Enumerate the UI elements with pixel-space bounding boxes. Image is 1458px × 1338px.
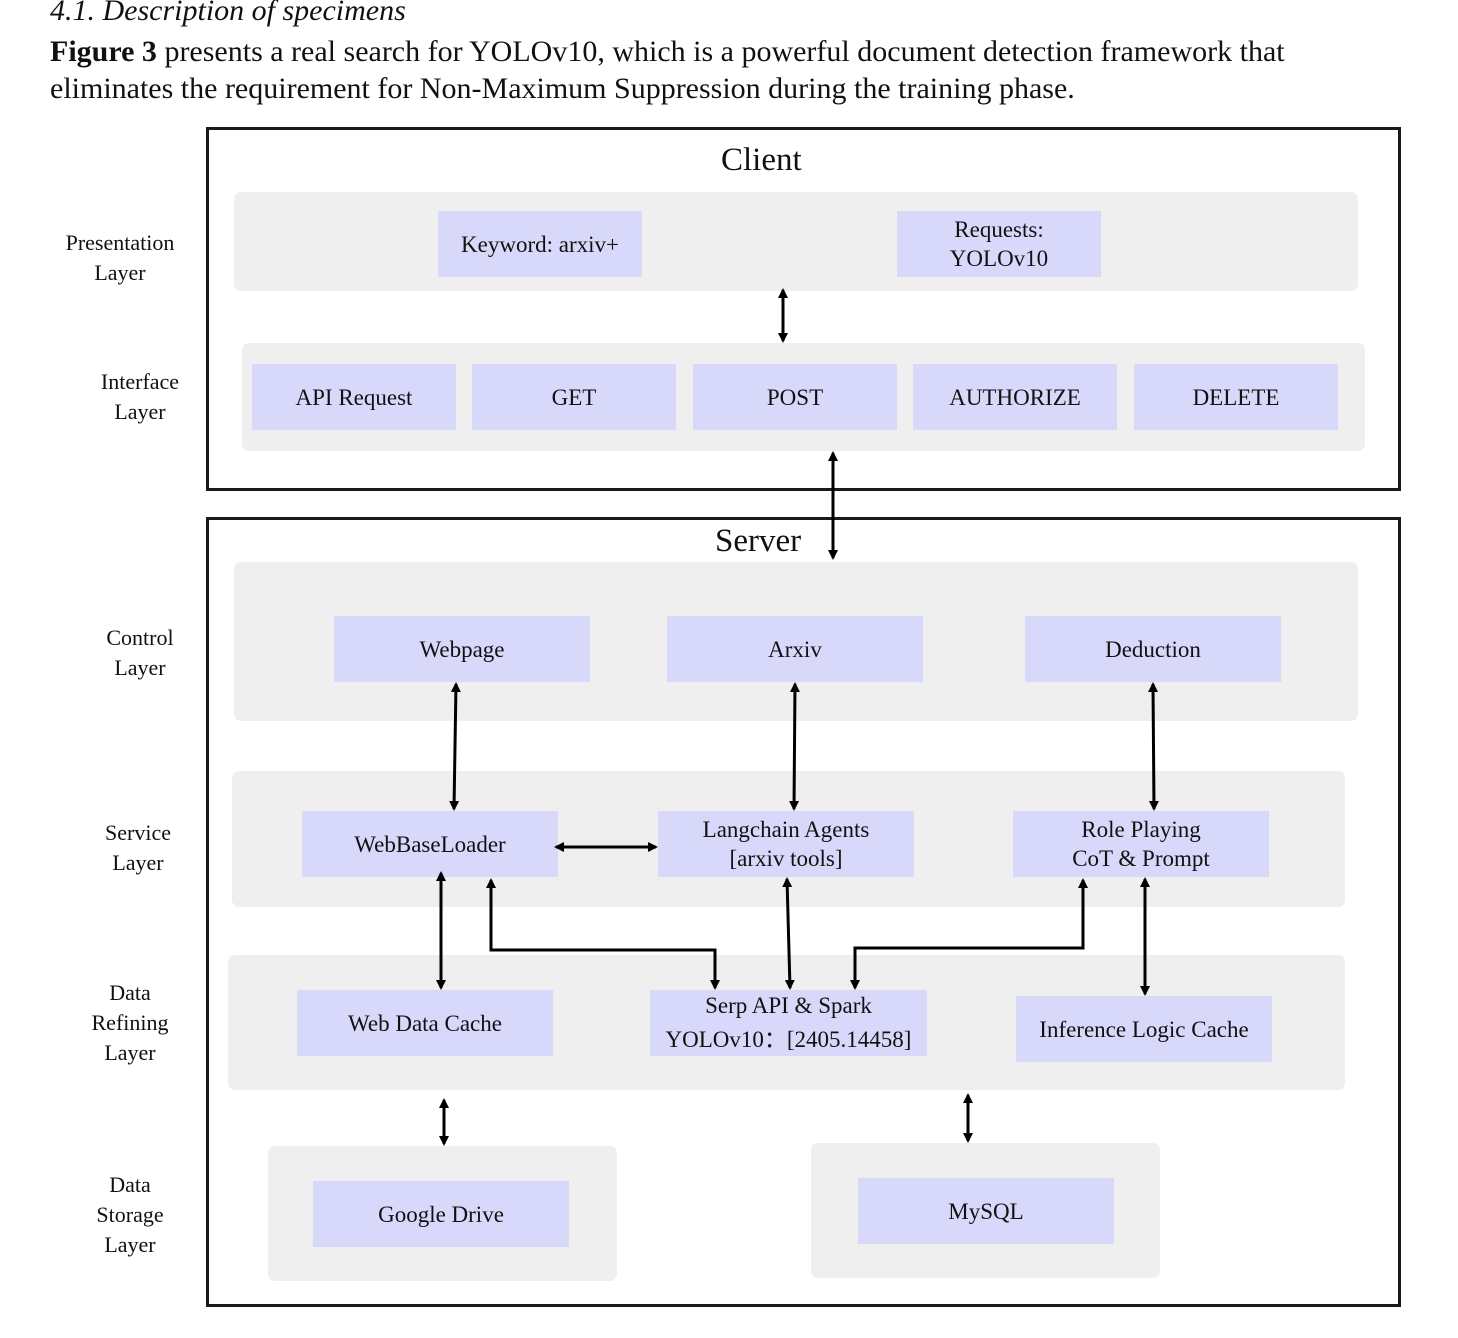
role-playing-label-2: CoT & Prompt: [1072, 846, 1210, 871]
section-heading: 4.1. Description of specimens: [50, 0, 406, 27]
langchain-agents-box: Langchain Agents [arxiv tools]: [658, 811, 914, 877]
requests-box: Requests: YOLOv10: [897, 211, 1101, 277]
webpage-box: Webpage: [334, 616, 590, 682]
arrow-agents-serp: [782, 877, 795, 990]
authorize-box: AUTHORIZE: [913, 364, 1117, 430]
paragraph-text-1: presents a real search for YOLOv10, whic…: [156, 35, 1285, 68]
client-title: Client: [721, 142, 802, 178]
client-frame: [206, 127, 1401, 491]
refining-label-1: Data: [109, 980, 151, 1005]
figure-ref: Figure 3: [50, 35, 157, 68]
keyword-label: Keyword: arxiv+: [461, 231, 619, 257]
mysql-box: MySQL: [858, 1178, 1114, 1244]
requests-label-1: Requests:: [954, 217, 1044, 242]
refining-label-2: Refining: [91, 1010, 169, 1035]
paragraph-line-2: eliminates the requirement for Non-Maxim…: [50, 72, 1075, 105]
server-title: Server: [715, 523, 802, 559]
google-drive-box: Google Drive: [313, 1181, 569, 1247]
requests-label-2: YOLOv10: [949, 246, 1049, 271]
arrow-webpage-loader: [449, 682, 461, 811]
service-label-2: Layer: [112, 850, 164, 875]
control-label-1: Control: [106, 625, 174, 650]
langchain-label-2: [arxiv tools]: [729, 846, 843, 871]
storage-label-2: Storage: [96, 1202, 164, 1227]
deduction-box: Deduction: [1025, 616, 1281, 682]
keyword-box: Keyword: arxiv+: [438, 211, 642, 277]
langchain-label-1: Langchain Agents: [702, 817, 870, 842]
presentation-label-1: Presentation: [65, 230, 175, 255]
webbaseloader-box: WebBaseLoader: [302, 811, 558, 877]
paragraph-line-1: Figure 3 presents a real search for YOLO…: [50, 33, 1285, 70]
interface-label-2: Layer: [114, 399, 166, 424]
api-request-box: API Request: [252, 364, 456, 430]
arrow-loader-serp: [486, 878, 720, 990]
arxiv-box: Arxiv: [667, 616, 923, 682]
inference-logic-cache-box: Inference Logic Cache: [1016, 996, 1272, 1062]
post-box: POST: [693, 364, 897, 430]
service-label-1: Service: [105, 820, 171, 845]
serp-api-label-2: YOLOv10：[2405.14458]: [665, 1027, 912, 1052]
refining-label-3: Layer: [104, 1040, 156, 1065]
get-box: GET: [472, 364, 676, 430]
server-frame: [206, 517, 1401, 1307]
presentation-label-2: Layer: [94, 260, 146, 285]
control-label-2: Layer: [114, 655, 166, 680]
interface-label-1: Interface: [100, 369, 180, 394]
arrow-deduction-roleplay: [1148, 682, 1159, 811]
storage-label-1: Data: [109, 1172, 151, 1197]
web-data-cache-label: Web Data Cache: [348, 1010, 502, 1036]
delete-box: DELETE: [1134, 364, 1338, 430]
inference-cache-label: Inference Logic Cache: [1039, 1016, 1249, 1042]
role-playing-label-1: Role Playing: [1081, 817, 1201, 842]
storage-label-3: Layer: [104, 1232, 156, 1257]
arrow-arxiv-agents: [789, 682, 800, 811]
serp-api-label-1: Serp API & Spark: [705, 993, 872, 1018]
webbaseloader-label: WebBaseLoader: [354, 831, 506, 857]
arrow-roleplay-serp: [850, 878, 1088, 990]
web-data-cache-box: Web Data Cache: [297, 990, 553, 1056]
presentation-band: [234, 192, 1358, 291]
